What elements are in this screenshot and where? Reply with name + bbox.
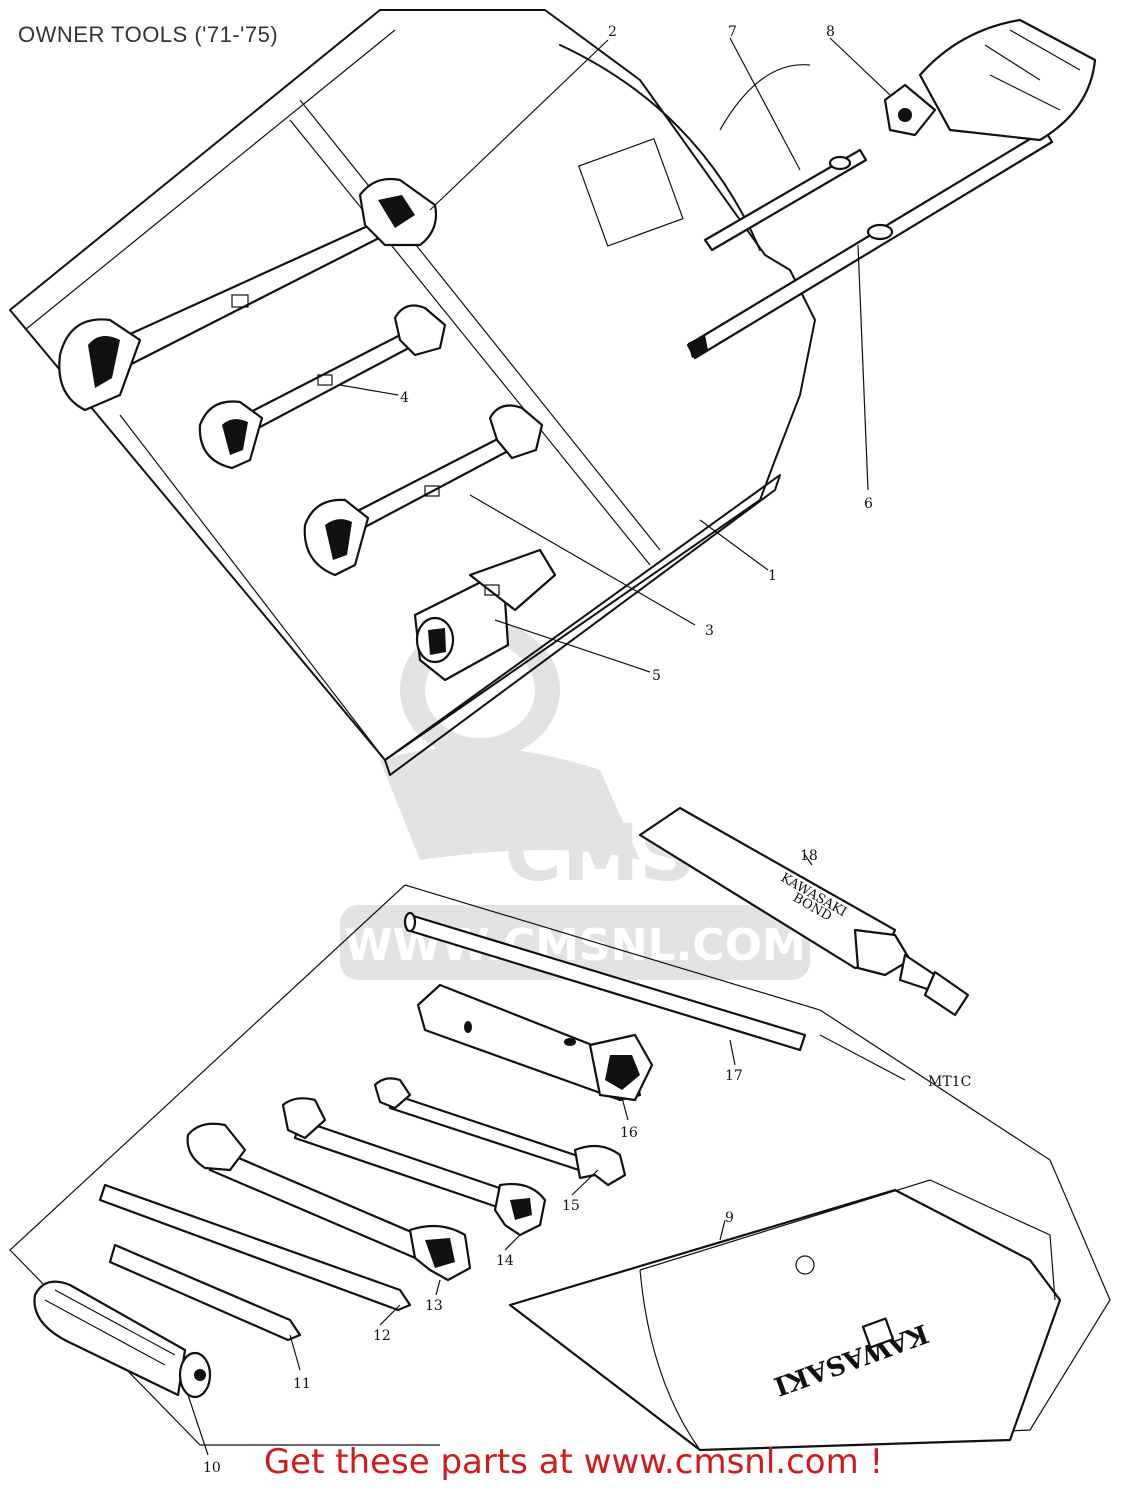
part-label-6: 6 xyxy=(864,496,873,512)
screwdriver-shaft-part-6 xyxy=(686,128,1054,360)
part-label-7: 7 xyxy=(728,24,737,40)
part-label-13: 13 xyxy=(425,1298,443,1314)
tommy-bar-part-17 xyxy=(403,911,807,1052)
wrench-part-14 xyxy=(281,1097,547,1237)
screwdriver-part-12 xyxy=(98,1183,412,1312)
part-label-14: 14 xyxy=(496,1253,514,1269)
part-labels: 1 2 3 4 5 6 7 8 9 10 11 12 13 14 15 16 1… xyxy=(203,24,971,1476)
part-label-16: 16 xyxy=(620,1125,638,1141)
part-label-mt1c: MT1C xyxy=(928,1074,971,1090)
part-label-12: 12 xyxy=(373,1328,391,1344)
tool-pouch-part-9: KAWASAKI xyxy=(508,1179,1062,1452)
screwdriver-bit-part-7 xyxy=(703,148,868,252)
wrench-part-15 xyxy=(373,1077,627,1187)
part-label-17: 17 xyxy=(725,1068,743,1084)
screwdriver-part-11 xyxy=(108,1243,302,1342)
wrench-part-4 xyxy=(198,304,447,470)
box-wrench-part-16 xyxy=(416,983,654,1102)
part-label-4: 4 xyxy=(400,390,409,406)
part-label-5: 5 xyxy=(652,668,661,684)
part-label-8: 8 xyxy=(826,24,835,40)
part-label-15: 15 xyxy=(562,1198,580,1214)
diagram-title: OWNER TOOLS ('71-'75) xyxy=(18,22,279,47)
socket-part-5 xyxy=(413,548,557,682)
driver-handle-part-10 xyxy=(33,1280,212,1399)
part-label-10: 10 xyxy=(203,1460,221,1476)
part-label-3: 3 xyxy=(705,623,714,639)
part-label-18: 18 xyxy=(800,848,818,864)
driver-handle-part-8 xyxy=(883,18,1097,142)
wrench-part-3 xyxy=(303,404,544,577)
wrench-part-13 xyxy=(186,1122,472,1282)
wrench-part-2 xyxy=(58,177,438,412)
part-label-11: 11 xyxy=(293,1376,311,1392)
part-label-2: 2 xyxy=(608,24,617,40)
leader-lines xyxy=(187,37,906,1456)
footer-link-text[interactable]: Get these parts at www.cmsnl.com ! xyxy=(263,1442,884,1482)
tool-roll-upper xyxy=(9,9,816,776)
part-label-1: 1 xyxy=(768,568,777,584)
part-label-9: 9 xyxy=(725,1210,734,1226)
